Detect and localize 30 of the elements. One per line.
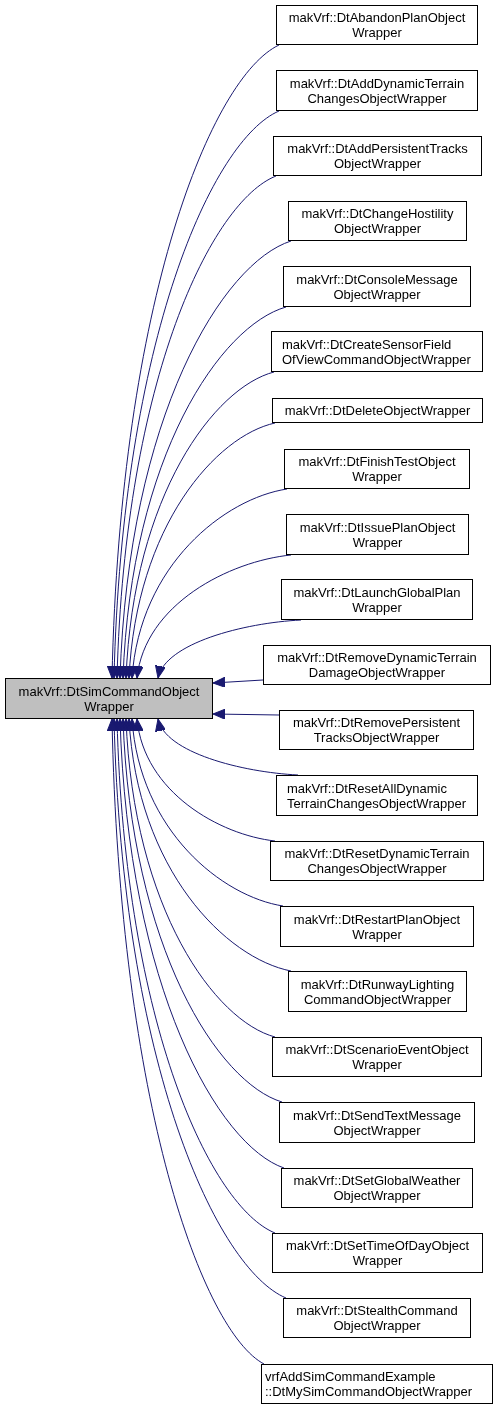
class-box: makVrf::DtAddDynamicTerrain ChangesObjectWrapper xyxy=(276,70,478,111)
base-class-box: makVrf::DtSimCommandObject Wrapper xyxy=(5,678,213,719)
class-box: makVrf::DtRemovePersistent TracksObjectWrapper xyxy=(279,710,474,750)
class-box: makVrf::DtRestartPlanObject Wrapper xyxy=(280,906,474,947)
class-box: makVrf::DtIssuePlanObject Wrapper xyxy=(286,514,469,555)
class-box: makVrf::DtResetAllDynamic TerrainChangesObjectWrapper xyxy=(276,775,478,816)
inheritance-arrow xyxy=(118,306,287,679)
class-box: makVrf::DtAbandonPlanObject Wrapper xyxy=(276,5,478,45)
inheritance-arrow xyxy=(115,240,292,679)
class-box: makVrf::DtResetDynamicTerrain ChangesObjectWrapper xyxy=(270,841,484,881)
class-box: makVrf::DtStealthCommand ObjectWrapper xyxy=(283,1298,471,1338)
class-box: makVrf::DtRemoveDynamicTerrain DamageObjectWrapper xyxy=(263,645,491,685)
inheritance-arrow xyxy=(212,676,264,688)
class-box: makVrf::DtLaunchGlobalPlan Wrapper xyxy=(281,579,473,620)
class-box: makVrf::DtSetGlobalWeather ObjectWrapper xyxy=(281,1168,473,1208)
class-box: makVrf::DtRunwayLighting CommandObjectWrapper xyxy=(288,971,467,1012)
class-box: makVrf::DtCreateSensorField OfViewCommandObjectWrapper xyxy=(271,331,483,372)
class-box: vrfAddSimCommandExample ::DtMySimCommandObjectWrapper xyxy=(261,1364,493,1404)
class-box: makVrf::DtConsoleMessage ObjectWrapper xyxy=(283,266,471,307)
class-box: makVrf::DtScenarioEventObject Wrapper xyxy=(272,1037,482,1077)
class-box: makVrf::DtSendTextMessage ObjectWrapper xyxy=(279,1102,475,1143)
class-box: makVrf::DtDeleteObjectWrapper xyxy=(272,398,483,423)
inheritance-arrow xyxy=(212,708,280,720)
inheritance-arrow xyxy=(106,718,265,1365)
class-box: makVrf::DtFinishTestObject Wrapper xyxy=(284,449,470,489)
inheritance-arrow xyxy=(121,371,275,679)
class-box: makVrf::DtChangeHostility ObjectWrapper xyxy=(288,201,467,241)
class-box: makVrf::DtAddPersistentTracks ObjectWrapper xyxy=(273,136,482,176)
class-box: makVrf::DtSetTimeOfDayObject Wrapper xyxy=(272,1233,483,1273)
inheritance-arrow xyxy=(124,422,276,679)
